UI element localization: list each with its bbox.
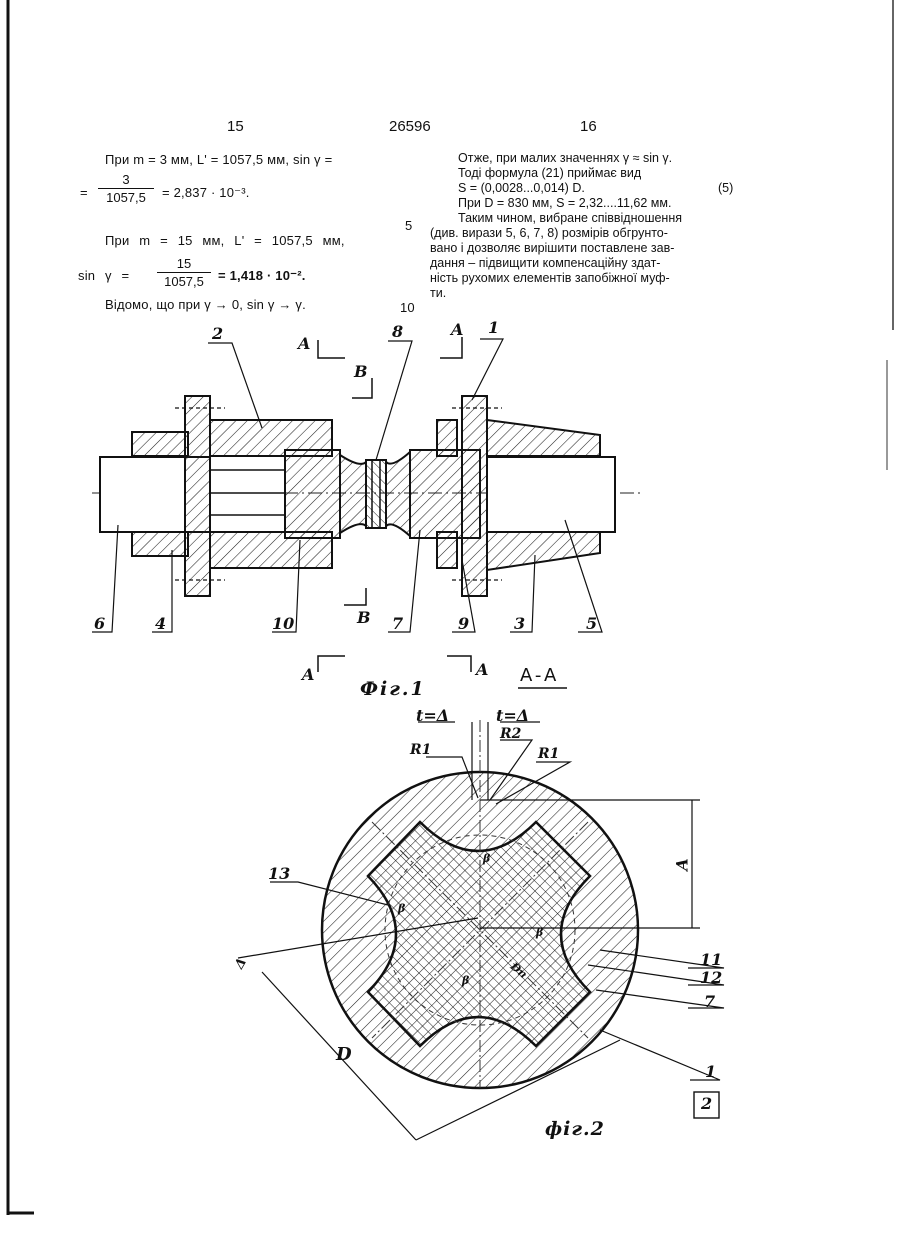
fig1-label-a-bottom-right: A — [476, 660, 488, 679]
fig1-label-b-bottom: B — [357, 608, 371, 627]
fig1-callout-3: 3 — [514, 614, 525, 633]
fig2-label-r1-right: R1 — [538, 746, 559, 762]
fig1-label-a-top-left: A — [298, 334, 310, 353]
fig1-callout-9: 9 — [458, 614, 469, 633]
fig2-beta-top: β — [483, 852, 490, 865]
fig1-callout-6: 6 — [94, 614, 105, 633]
fig1-label-a-top-right: A — [451, 320, 463, 339]
fig2-beta-right: β — [536, 926, 543, 939]
fig2-label-r2: R2 — [500, 726, 521, 742]
fig2-label-d: D — [336, 1044, 352, 1065]
fig1-label-b-top: B — [354, 362, 368, 381]
fig1-callout-4: 4 — [155, 614, 166, 633]
fig2-caption: фіг.2 — [545, 1118, 605, 1140]
fig1-label-a-bottom-left: A — [302, 665, 314, 684]
fig2-label-r1-left: R1 — [410, 742, 431, 758]
fig2-label-t-left: t=Δ — [416, 706, 449, 725]
fig1-callout-2: 2 — [212, 324, 223, 343]
fig1-callout-5: 5 — [586, 614, 597, 633]
fig2-callout-13: 13 — [268, 864, 290, 883]
fig2-callout-12: 12 — [700, 968, 722, 987]
fig2-callout-11: 11 — [700, 950, 722, 969]
fig2-beta-left: β — [398, 902, 405, 915]
fig1-callout-1: 1 — [488, 318, 499, 337]
fig1-callout-8: 8 — [392, 322, 403, 341]
fig2-callout-7: 7 — [704, 992, 715, 1011]
fig2-callout-1: 1 — [705, 1062, 716, 1081]
section-a-a-title: A-A — [520, 665, 559, 686]
fig2-callout-2: 2 — [701, 1094, 712, 1113]
fig1-caption: Фіг.1 — [360, 678, 426, 700]
fig2-drawing — [238, 720, 724, 1140]
fig2-beta-bottom: β — [462, 974, 469, 987]
fig1-callout-7: 7 — [392, 614, 403, 633]
fig2-label-a: A — [673, 858, 692, 870]
fig1-callout-10: 10 — [272, 614, 294, 633]
fig2-label-t-right: t=Δ — [496, 706, 529, 725]
fig1-drawing — [92, 337, 642, 688]
